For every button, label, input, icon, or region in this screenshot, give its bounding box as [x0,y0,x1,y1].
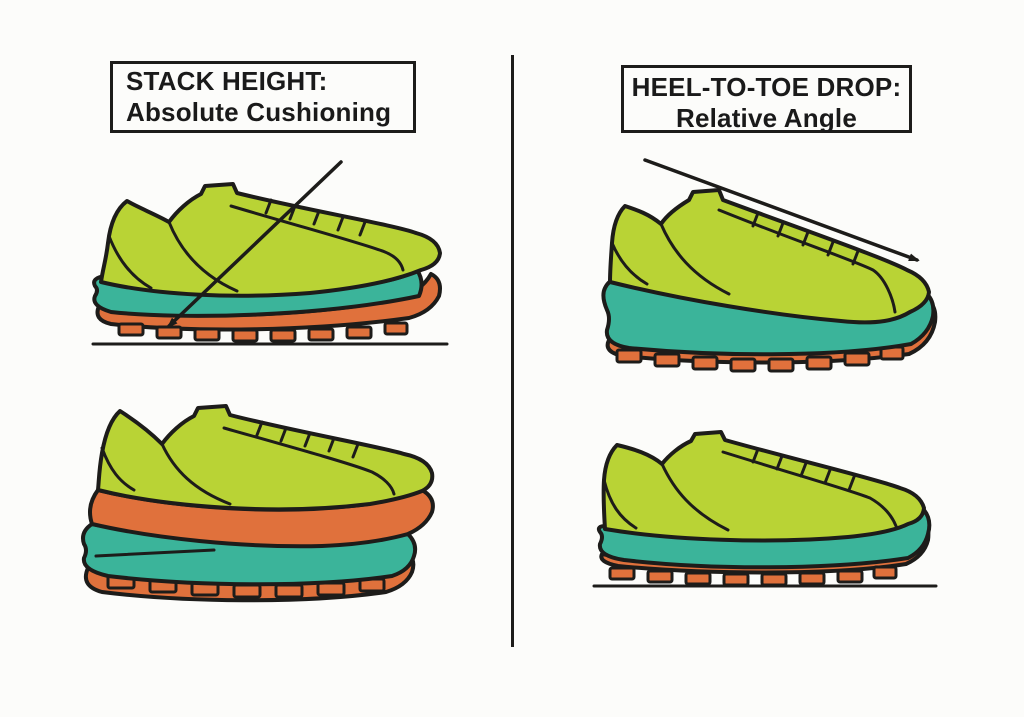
quarter-panel-line [660,462,730,532]
lace-ticks [255,420,360,459]
lace-ticks [751,447,856,492]
lace-panel-line [229,204,405,272]
heel-counter-line [100,446,136,492]
lace-panel-line [721,450,898,528]
quarter-panel-line [160,442,232,506]
quarter-panel-line [167,220,239,293]
lace-panel-line [222,426,396,496]
heel-toe-drop-title-line2: Relative Angle [675,103,857,133]
upper-shape [601,430,926,543]
quarter-panel-line [659,222,731,296]
stack-height-arrow-icon [166,160,343,329]
heel-counter-line [602,478,638,530]
heel-toe-drop-title-line1: HEEL-TO-TOE DROP: [631,72,902,102]
upper-shape [96,404,435,512]
upper-shape [99,182,442,298]
lace-ticks [264,198,367,237]
midsole-accent-line [94,548,216,558]
heel-toe-drop-title-box: HEEL-TO-TOE DROP: Relative Angle [621,65,912,133]
upper-shape [608,188,931,325]
shoe-maximal-stack-illustration [81,404,435,603]
shoe-high-drop-illustration [601,158,938,373]
drop-angle-arrow-icon [643,158,920,262]
panel-divider-line [511,55,514,647]
shoe-low-drop-illustration [592,430,938,588]
heel-counter-line [610,241,649,286]
lace-ticks [751,211,860,266]
stack-height-title-line1: STACK HEIGHT: [126,66,328,96]
stack-height-title-box: STACK HEIGHT: Absolute Cushioning [110,61,416,133]
lace-panel-line [717,208,897,314]
stack-height-title-line2: Absolute Cushioning [126,97,392,127]
shoe-moderate-stack-illustration [91,160,449,346]
heel-counter-line [107,234,153,290]
